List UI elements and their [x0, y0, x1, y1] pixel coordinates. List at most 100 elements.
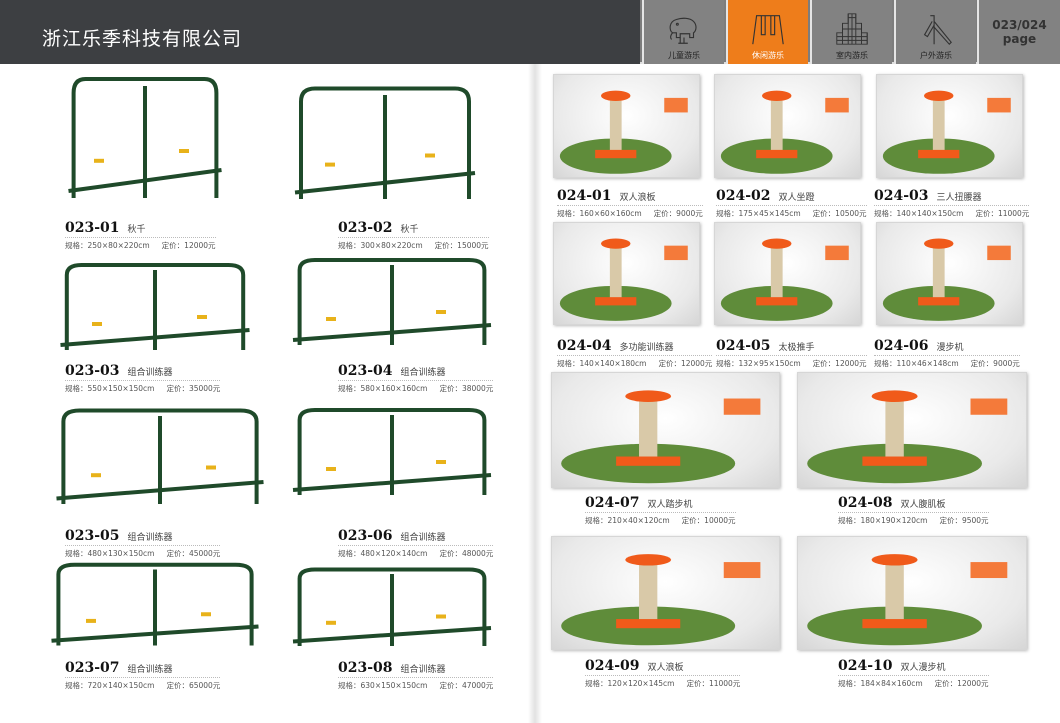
product-size: 580×160×160cm	[360, 384, 428, 393]
product-name: 组合训练器	[127, 665, 173, 675]
tab-indoor-play[interactable]: 室内游乐	[810, 0, 892, 64]
product-name: 三人扭腰器	[936, 193, 982, 203]
product-size: 630×150×150cm	[360, 681, 428, 690]
product-image	[551, 536, 780, 650]
slide-icon	[923, 15, 952, 46]
product-price: 15000元	[457, 241, 489, 250]
product-title: 024-03 三人扭腰器	[874, 185, 1029, 204]
product-code: 023-08	[338, 660, 393, 676]
product-size: 160×60×160cm	[579, 209, 642, 218]
spec-label: 规格：	[585, 679, 608, 688]
tab-leisure-play[interactable]: 休闲游乐	[726, 0, 808, 64]
product-code: 024-07	[585, 495, 640, 511]
product-image	[282, 405, 502, 505]
product-image	[551, 372, 780, 488]
product-name: 双人浪板	[647, 663, 684, 673]
product-price: 48000元	[461, 549, 494, 558]
product-price: 12000元	[184, 241, 216, 250]
product-size: 250×80×220cm	[87, 241, 150, 250]
tab-outdoor-play[interactable]: 户外游乐	[894, 0, 976, 64]
product-price: 12000元	[957, 679, 989, 688]
tab-children-play[interactable]: 儿童游乐	[642, 0, 724, 64]
price-label: 定价：	[166, 681, 189, 690]
product-code: 024-10	[838, 658, 893, 674]
product-name: 双人踏步机	[647, 500, 693, 510]
product-price: 12000元	[835, 359, 867, 368]
product-size: 120×120×145cm	[607, 679, 675, 688]
product-image	[714, 222, 861, 325]
product-name: 双人腹肌板	[900, 500, 946, 510]
product-image	[282, 565, 502, 655]
product-price: 11000元	[708, 679, 741, 688]
product-price: 65000元	[188, 681, 221, 690]
product-price: 47000元	[461, 681, 494, 690]
product-size: 175×45×145cm	[738, 209, 801, 218]
product-price: 10000元	[704, 516, 736, 525]
product-name: 组合训练器	[400, 665, 446, 675]
spec-label: 规格：	[338, 384, 361, 393]
product-code: 024-01	[557, 188, 612, 204]
product-price: 38000元	[461, 384, 494, 393]
price-label: 定价：	[439, 549, 462, 558]
spec-label: 规格：	[557, 359, 580, 368]
product-code: 023-07	[65, 660, 120, 676]
product-code: 024-02	[716, 188, 771, 204]
spec-label: 规格：	[557, 209, 580, 218]
page-number: 023/024 page	[977, 0, 1060, 64]
product-name: 双人漫步机	[900, 663, 946, 673]
price-label: 定价：	[166, 384, 189, 393]
price-label: 定价：	[161, 241, 185, 250]
product-image	[876, 222, 1023, 325]
product-code: 024-05	[716, 338, 771, 354]
product-image	[40, 560, 270, 655]
product-code: 024-04	[557, 338, 612, 354]
product-price: 9000元	[676, 209, 703, 218]
product-size: 720×140×150cm	[87, 681, 155, 690]
product-size: 110×46×148cm	[896, 359, 959, 368]
product-image	[714, 74, 861, 178]
product-image	[285, 82, 485, 212]
spec-label: 规格：	[874, 209, 897, 218]
product-price: 35000元	[188, 384, 221, 393]
product-name: 组合训练器	[127, 368, 173, 378]
product-price: 9000元	[993, 359, 1020, 368]
spec-label: 规格：	[874, 359, 897, 368]
swing-icon	[752, 15, 784, 45]
product-code: 024-03	[874, 188, 929, 204]
spec-label: 规格：	[65, 681, 88, 690]
product-size: 480×130×150cm	[87, 549, 155, 558]
spec-label: 规格：	[65, 549, 88, 558]
spec-label: 规格：	[65, 384, 88, 393]
product-size: 184×84×160cm	[860, 679, 923, 688]
product-price: 11000元	[997, 209, 1030, 218]
price-label: 定价：	[812, 359, 836, 368]
product-title: 024-07 双人踏步机	[585, 492, 736, 511]
spec-label: 规格：	[838, 679, 861, 688]
product-size: 480×120×140cm	[360, 549, 428, 558]
product-title: 024-10 双人漫步机	[838, 655, 989, 674]
